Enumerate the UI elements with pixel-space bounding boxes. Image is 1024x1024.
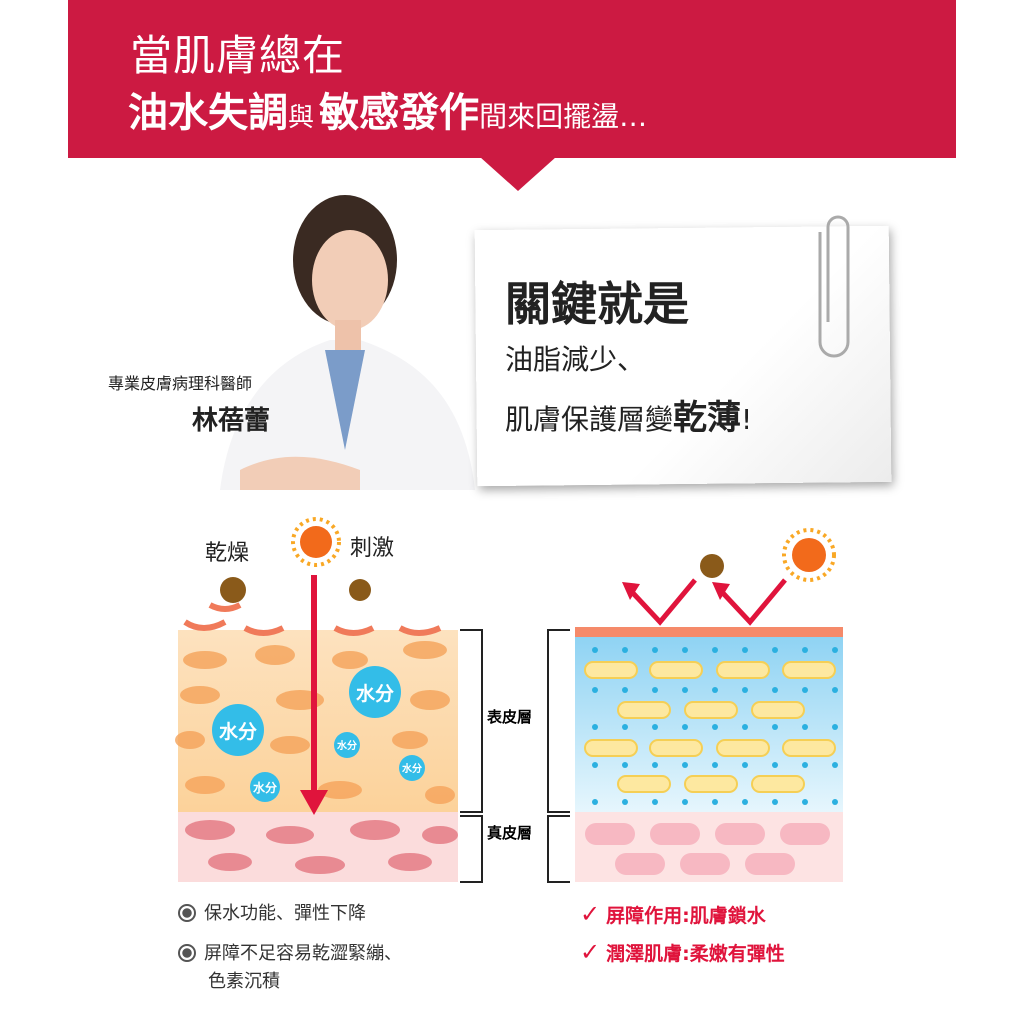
right-point-2: ✓潤澤肌膚:柔嫩有彈性 — [580, 938, 785, 966]
left-point-1: 保水功能、彈性下降 — [178, 900, 366, 928]
sun-icon — [291, 517, 341, 567]
card-line2c: ! — [741, 403, 753, 436]
card-line2a: 肌膚保護層變 — [505, 403, 674, 436]
bullet-icon — [178, 904, 196, 922]
check-icon: ✓ — [580, 900, 601, 928]
right-point-1: ✓屏障作用:肌膚鎖水 — [580, 900, 766, 928]
dust-icon — [220, 577, 371, 603]
doctor-name: 林蓓蕾 — [192, 406, 271, 436]
doctor-photo — [220, 195, 475, 490]
banner-pointer — [480, 157, 556, 191]
sun-icon — [782, 528, 836, 582]
water-bubble: 水分 — [219, 721, 257, 743]
water-bubble: 水分 — [253, 780, 277, 795]
right-barrier — [575, 627, 843, 637]
label-irritant: 刺激 — [350, 536, 394, 561]
card-line2: 肌膚保護層變乾薄! — [505, 390, 752, 439]
bullet-icon — [178, 944, 196, 962]
label-epidermis: 表皮層 — [487, 708, 532, 726]
headline-line1: 當肌膚總在 — [130, 31, 346, 80]
card-line1: 油脂減少、 — [505, 343, 646, 376]
card-heading: 關鍵就是 — [505, 277, 689, 331]
check-icon: ✓ — [580, 938, 601, 966]
headline-conj: 與 — [288, 103, 315, 133]
card-line2b: 乾薄 — [673, 398, 742, 438]
doctor-title: 專業皮膚病理科醫師 — [108, 374, 253, 393]
water-bubble: 水分 — [336, 739, 357, 752]
left-point-2: 屏障不足容易乾澀緊繃、色素沉積 — [178, 940, 402, 996]
dust-icon — [700, 554, 724, 578]
skin-diagram: 乾燥 刺激 水分 水分 水分 水分 水分 表皮層 真皮層 — [175, 517, 843, 883]
headline-tail: 間來回擺盪… — [479, 100, 648, 133]
reflect-arrows — [630, 578, 787, 626]
label-dry: 乾燥 — [205, 541, 249, 566]
headline-line2: 油水失調與 敏感發作間來回擺盪… — [128, 80, 647, 138]
water-bubble: 水分 — [356, 683, 394, 705]
headline-part2: 敏感發作 — [319, 90, 480, 136]
headline-part1: 油水失調 — [128, 90, 288, 136]
water-bubble: 水分 — [401, 762, 422, 775]
label-dermis: 真皮層 — [487, 824, 532, 842]
header-banner — [68, 0, 956, 158]
paperclip-icon — [818, 215, 850, 358]
